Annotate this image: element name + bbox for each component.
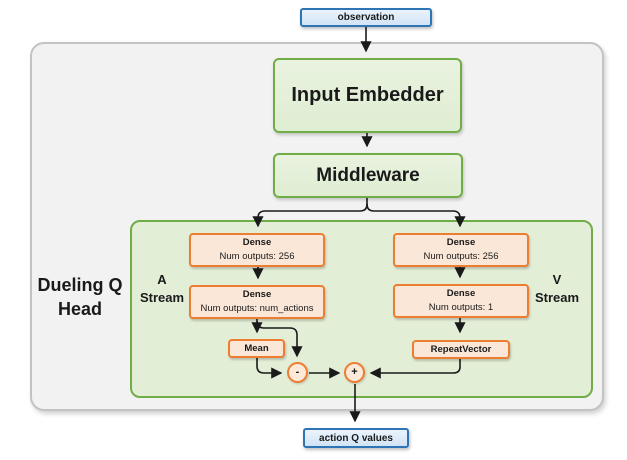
- node-input-embedder: Input Embedder: [273, 58, 462, 133]
- subtract-symbol: -: [295, 366, 300, 378]
- node-mean: Mean: [228, 339, 285, 358]
- dense-a1-title: Dense: [242, 237, 272, 249]
- node-repeat-vector: RepeatVector: [412, 340, 510, 359]
- input-embedder-label: Input Embedder: [291, 84, 444, 106]
- node-action-q-values: action Q values: [303, 428, 409, 448]
- add-operator-icon: +: [344, 362, 365, 383]
- subtract-operator-icon: -: [287, 362, 308, 383]
- node-middleware: Middleware: [273, 153, 463, 198]
- observation-label: observation: [337, 12, 395, 23]
- action-q-values-label: action Q values: [319, 432, 393, 444]
- v-stream-label: V Stream: [534, 272, 580, 305]
- mean-label: Mean: [244, 342, 269, 354]
- dense-a2-detail: Num outputs: num_actions: [200, 303, 314, 314]
- node-dense-a2: Dense Num outputs: num_actions: [189, 285, 325, 319]
- node-observation: observation: [300, 8, 432, 27]
- dense-a1-detail: Num outputs: 256: [219, 251, 295, 262]
- node-dense-v2: Dense Num outputs: 1: [393, 284, 529, 318]
- dueling-q-head-label: Dueling Q Head: [37, 275, 123, 320]
- node-dense-a1: Dense Num outputs: 256: [189, 233, 325, 267]
- dense-v1-detail: Num outputs: 256: [423, 251, 499, 262]
- dense-v2-detail: Num outputs: 1: [428, 302, 494, 313]
- a-stream-label: A Stream: [139, 272, 185, 305]
- dense-v2-title: Dense: [446, 288, 476, 300]
- dense-a2-title: Dense: [242, 289, 272, 301]
- dense-v1-title: Dense: [446, 237, 476, 249]
- add-symbol: +: [351, 366, 358, 378]
- middleware-label: Middleware: [316, 164, 420, 186]
- repeat-vector-label: RepeatVector: [430, 343, 492, 355]
- node-dense-v1: Dense Num outputs: 256: [393, 233, 529, 267]
